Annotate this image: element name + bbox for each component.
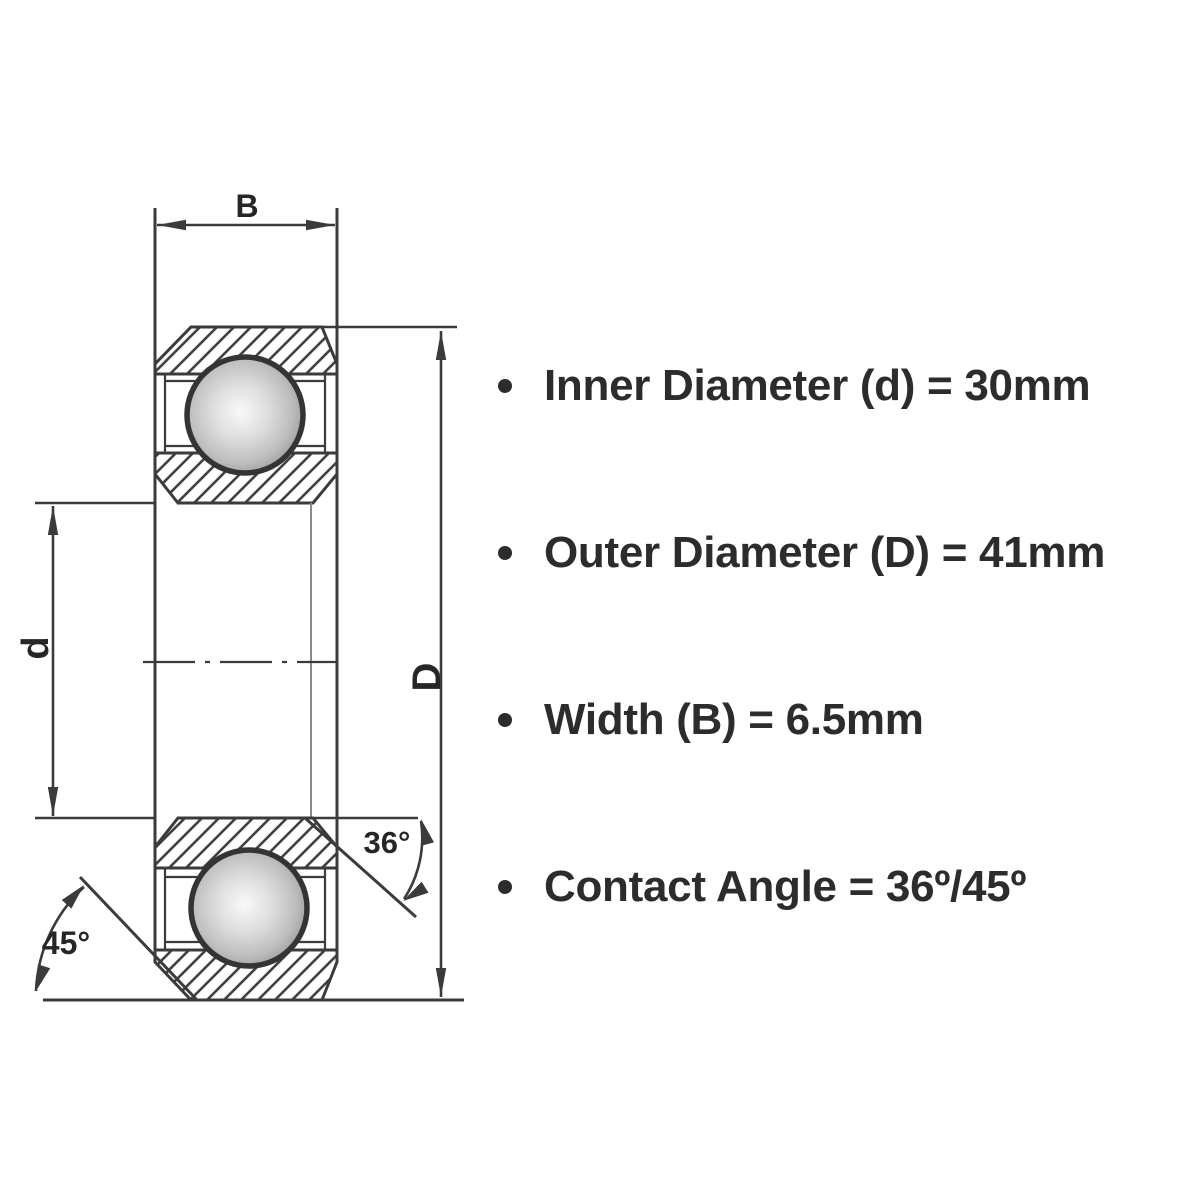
- bearing-body: [35, 208, 464, 1002]
- angle-36-reference-line: [304, 816, 417, 919]
- width-dim-label: B: [235, 188, 258, 224]
- spec-item-contact-angle: Contact Angle = 36º/45º: [498, 859, 1026, 915]
- spec-item-inner-diameter: Inner Diameter (d) = 30mm: [498, 358, 1091, 414]
- bullet-icon: [498, 546, 512, 560]
- angle-45-reference-line: [78, 875, 199, 1002]
- bore-dimension: d: [15, 506, 59, 816]
- bullet-icon: [498, 880, 512, 894]
- angle-36-label: 36°: [364, 825, 411, 860]
- bullet-icon: [498, 379, 512, 393]
- bore-dim-label: d: [15, 636, 57, 659]
- ball-bottom: [188, 847, 310, 969]
- ball-top: [184, 354, 306, 476]
- bullet-icon: [498, 713, 512, 727]
- spec-item-outer-diameter: Outer Diameter (D) = 41mm: [498, 525, 1105, 581]
- spec-text-contact-angle: Contact Angle = 36º/45º: [544, 862, 1027, 911]
- contact-angle-45-annotation: 45°: [29, 875, 199, 1002]
- inner-ring-bottom-section: [153, 816, 339, 870]
- angle-45-label: 45°: [42, 925, 90, 961]
- spec-item-width: Width (B) = 6.5mm: [498, 692, 924, 748]
- outer-dim-label: D: [405, 663, 449, 692]
- angle-36-arc-arrow-bottom: [399, 881, 429, 907]
- spec-text-outer-diameter: Outer Diameter (D) = 41mm: [544, 528, 1106, 577]
- spec-text-width: Width (B) = 6.5mm: [544, 695, 924, 744]
- outer-dimension: D: [322, 325, 457, 997]
- angle-45-arc-arrow-top: [61, 880, 89, 909]
- spec-text-inner-diameter: Inner Diameter (d) = 30mm: [544, 361, 1091, 410]
- angle-45-arc-arrow-bottom: [29, 964, 51, 994]
- contact-angle-36-annotation: 36°: [304, 816, 435, 919]
- angle-36-arc-arrow-top: [414, 817, 435, 846]
- width-dimension: B: [157, 188, 335, 231]
